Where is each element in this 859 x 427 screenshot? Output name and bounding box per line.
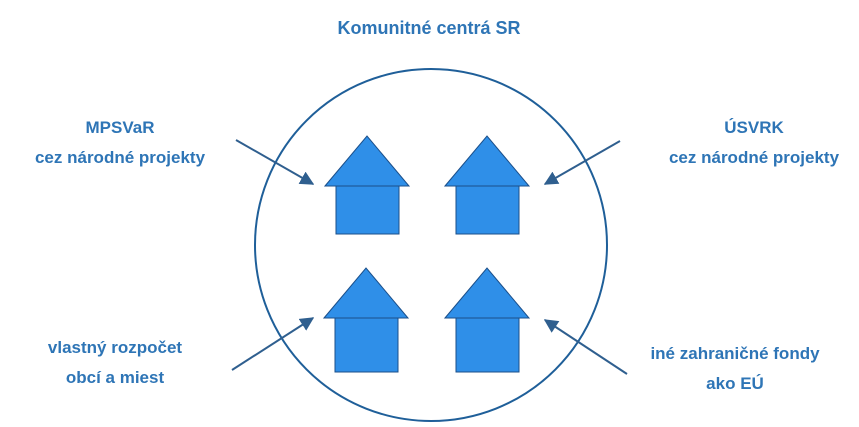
source-label-line: iné zahraničné fondy	[650, 344, 820, 363]
source-label-top-left: MPSVaR cez národné projekty	[20, 113, 220, 173]
source-label-line: cez národné projekty	[34, 148, 206, 167]
source-label-line: ÚSVRK	[724, 118, 784, 137]
house-icon	[443, 135, 531, 235]
community-centers-circle	[254, 68, 608, 422]
source-label-line: cez národné projekty	[668, 148, 840, 167]
arrow-icon	[235, 139, 315, 185]
house-icon	[322, 267, 410, 373]
diagram-title: Komunitné centrá SR	[337, 18, 521, 38]
arrow-icon	[543, 140, 621, 185]
house-icon	[323, 135, 411, 235]
source-label-bottom-right: iné zahraničné fondy ako EÚ	[640, 339, 830, 399]
source-label-line: obcí a miest	[65, 368, 165, 387]
source-label-top-right: ÚSVRK cez národné projekty	[654, 113, 854, 173]
source-label-line: MPSVaR	[85, 118, 155, 137]
source-label-bottom-left: vlastný rozpočet obcí a miest	[20, 333, 210, 393]
arrow-icon	[231, 317, 315, 371]
house-icon	[443, 267, 531, 373]
arrow-icon	[543, 319, 628, 375]
source-label-line: ako EÚ	[706, 374, 764, 393]
source-label-line: vlastný rozpočet	[47, 338, 183, 357]
